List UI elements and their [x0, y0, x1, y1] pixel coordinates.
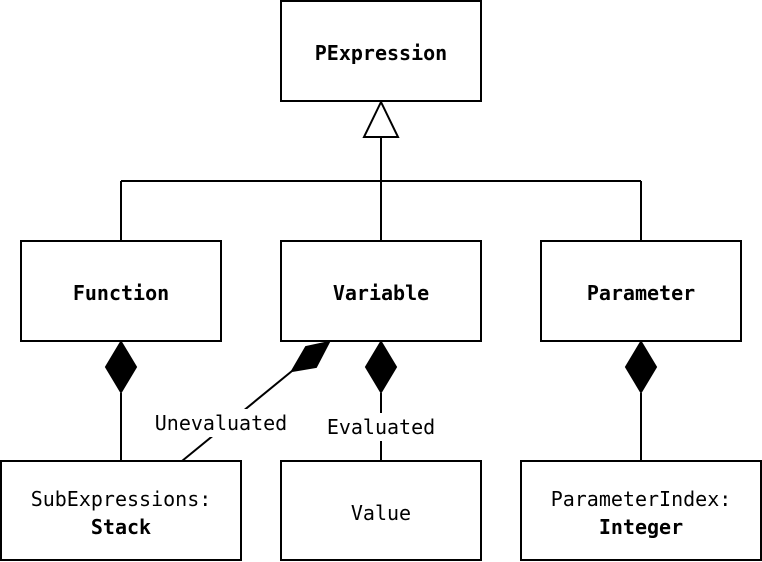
subexpressions-box: [0, 460, 242, 561]
parameterindex-type: Integer: [599, 515, 683, 539]
parameterindex-name: ParameterIndex:: [551, 487, 732, 511]
edge-labels: Unevaluated Evaluated: [147, 409, 442, 441]
subexpressions-type: Stack: [91, 515, 151, 539]
value-title: Value: [351, 501, 411, 525]
parameterindex-box: [520, 460, 762, 561]
unevaluated-label: Unevaluated: [155, 411, 287, 435]
unevaluated-label-bg: [147, 409, 295, 437]
class-subexpressions[interactable]: SubExpressions: Stack: [0, 460, 242, 561]
composition-diamond-variable-unevaluated: [290, 340, 331, 373]
function-box: [20, 240, 222, 342]
parameter-box: [540, 240, 742, 342]
value-box: [280, 460, 482, 561]
class-value[interactable]: Value: [280, 460, 482, 561]
composition-diamond-function: [104, 340, 138, 394]
variable-title: Variable: [333, 281, 429, 305]
pexpression-title: PExpression: [315, 41, 447, 65]
pexpression-box: [280, 0, 482, 102]
class-pexpression[interactable]: PExpression: [280, 0, 482, 102]
variable-box: [280, 240, 482, 342]
evaluated-label-bg: [320, 413, 442, 441]
class-parameter[interactable]: Parameter: [540, 240, 742, 342]
class-function[interactable]: Function: [20, 240, 222, 342]
composition-diamond-variable-evaluated: [364, 340, 398, 394]
parameter-title: Parameter: [587, 281, 695, 305]
generalization-edges: [120, 99, 642, 241]
generalization-arrowhead: [362, 99, 400, 138]
subexpressions-name: SubExpressions:: [31, 487, 212, 511]
function-title: Function: [73, 281, 169, 305]
composition-diamond-parameter: [624, 340, 658, 394]
evaluated-label: Evaluated: [327, 415, 435, 439]
class-parameterindex[interactable]: ParameterIndex: Integer: [520, 460, 762, 561]
class-variable[interactable]: Variable: [280, 240, 482, 342]
composition-edges: [104, 340, 658, 462]
